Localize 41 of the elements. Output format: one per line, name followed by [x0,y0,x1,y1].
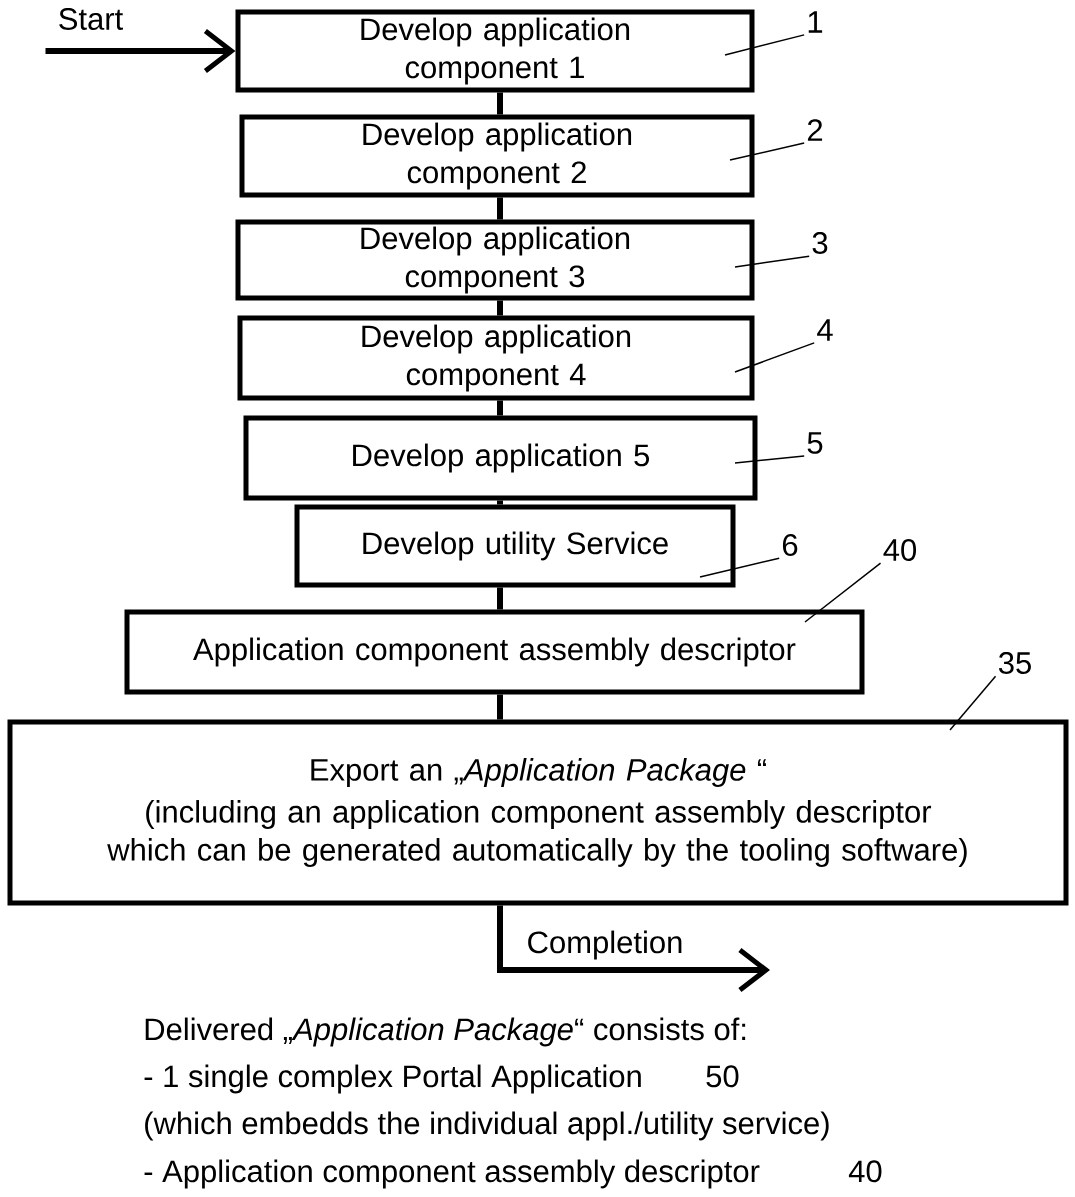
callout-number: 1 [808,11,823,33]
leader-line [949,675,997,731]
note-text: 50 [706,1065,739,1088]
edge-label: Completion [528,930,682,960]
process-box: Develop application 5 [243,415,758,501]
leader-line [734,342,815,373]
callout-number: 35 [998,652,1031,674]
connector-line [497,197,503,220]
connector-line [497,400,503,416]
arrow [45,29,236,73]
leader-line [734,255,810,268]
process-box: Develop application component 3 [235,219,755,301]
connector-line [497,694,503,720]
callout-number: 40 [883,539,917,561]
arrow [497,905,770,992]
leader-line [734,455,805,464]
connector-line [497,587,503,610]
leader-line [724,34,805,56]
connector-line [497,500,503,505]
connector-line [497,300,503,316]
note-text: 40 [848,1160,882,1183]
process-box: Develop application component 1 [235,9,755,93]
leader-line [699,557,780,578]
leader-line [804,562,882,623]
process-box: Develop utility Service [294,504,736,588]
process-box: Develop application component 4 [237,315,755,401]
callout-number: 6 [782,534,798,556]
note-text: - 1 single complex Portal Application [144,1064,641,1094]
edge-label: Start [59,8,124,30]
connector-line [497,92,503,115]
process-box: Export an „Application Package “ (including an application component assembly descriptor which can be generated automatically by the tooling software) [7,719,1069,906]
process-box: Application component assembly descriptor [124,609,865,695]
callout-number: 4 [817,319,833,341]
callout-number: 2 [807,119,823,141]
note-text: (which embedds the individual appl./utility service) [145,1111,829,1141]
callout-number: 5 [807,432,823,454]
note-text: Delivered „Application Package“ consists of: [145,1017,746,1047]
process-box: Develop application component 2 [239,114,755,198]
callout-number: 3 [812,232,828,254]
note-text: - Application component assembly descriptor [144,1159,760,1189]
leader-line [729,142,805,161]
